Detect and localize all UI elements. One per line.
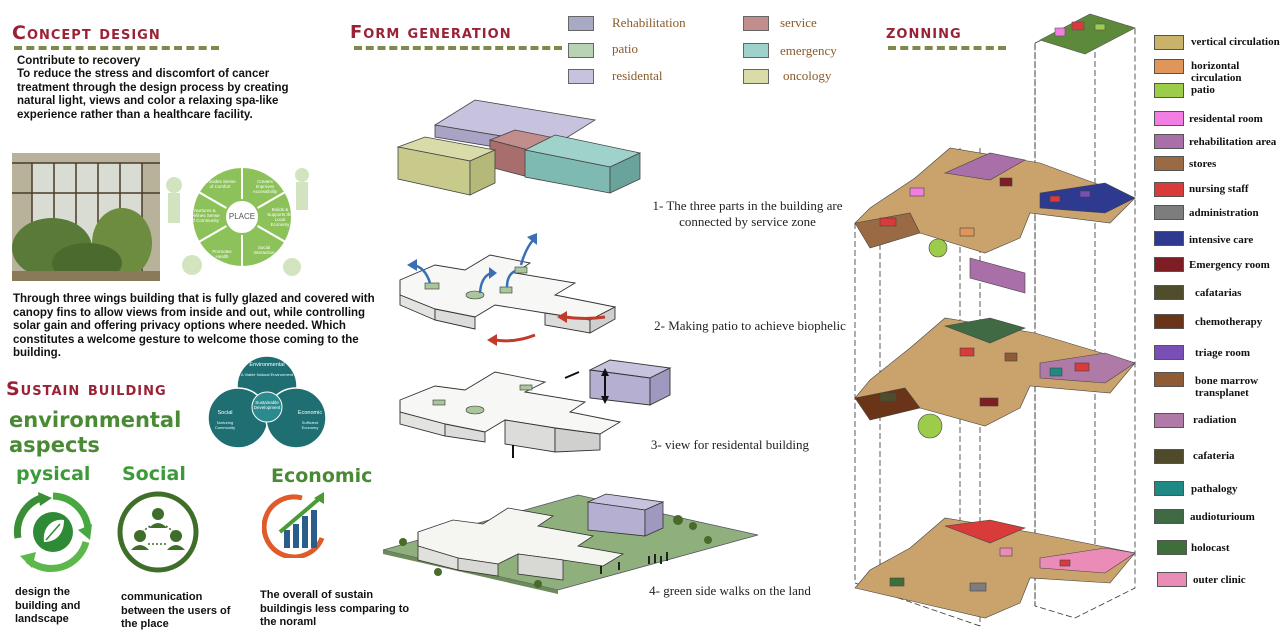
zone-swatch-audioturioum (1154, 509, 1184, 524)
zone-swatch-cafatarias (1154, 285, 1184, 300)
growth-chart-icon (261, 488, 332, 560)
legend-label-service: service (780, 15, 817, 30)
legend-label-patio: patio (612, 41, 638, 56)
legend-swatch-patio (568, 43, 594, 58)
atrium-photo (12, 153, 160, 281)
venn-social-label: Social (217, 410, 233, 416)
legend-swatch-residental (568, 69, 594, 84)
zone-label-intensive-care: intensive care (1189, 234, 1254, 246)
massing-step-3 (395, 350, 675, 465)
place-segment-label: Social Interaction (253, 245, 275, 255)
concept-subtitle: Contribute to recovery (17, 55, 141, 67)
zone-swatch-rehabilitation-area (1154, 134, 1184, 149)
legend-swatch-oncology (743, 69, 769, 84)
venn-economic-label: Economic (297, 410, 323, 416)
zone-swatch-holocast (1157, 540, 1187, 555)
zone-swatch-bone-marrow-transplanet (1154, 372, 1184, 387)
zone-label-administration: administration (1189, 207, 1259, 219)
zone-swatch-patio (1154, 83, 1184, 98)
concept-paragraph-1: To reduce the stress and discomfort of c… (17, 68, 289, 121)
zone-label-audioturioum: audioturioum (1190, 511, 1255, 523)
form-step-3-text: 3- view for residental building (650, 437, 810, 452)
zone-swatch-pathalogy (1154, 481, 1184, 496)
place-segment-label: Promotes Health (212, 249, 232, 259)
massing-step-4 (378, 480, 763, 595)
zone-swatch-stores (1154, 156, 1184, 171)
legend-label-emergency: emergency (780, 43, 837, 58)
legend-label-oncology: oncology (783, 68, 832, 83)
zone-label-triage-room: triage room (1195, 347, 1251, 359)
massing-step-2 (395, 225, 645, 350)
social-caption: communication between the users of the p… (121, 591, 231, 630)
zone-label-stores: stores (1189, 158, 1217, 170)
pysical-caption: design the building and landscape (15, 586, 81, 625)
venn-social-sub: Nurturing Community (214, 420, 236, 430)
sustain-title: Sustain building (6, 378, 167, 400)
zone-label-rehabilitation-area: rehabilitation area (1189, 136, 1277, 148)
legend-swatch-emergency (743, 43, 769, 58)
zone-label-vertical-circulation: vertical circulation (1191, 36, 1280, 48)
zone-swatch-nursing-staff (1154, 182, 1184, 197)
legend-label-rehabilitation: Rehabilitation (612, 15, 686, 30)
place-segment-label: Nurtures & Defines Sense of Community (190, 208, 220, 223)
zone-label-horizontal-circulation: horizontal circulation (1191, 60, 1242, 84)
zone-swatch-intensive-care (1154, 231, 1184, 246)
place-wheel: PLACE Creates Improves Accessibility Bui… (162, 155, 322, 285)
place-segment-label: Provides Sense of Comfort (204, 179, 236, 189)
place-segment-label: Creates Improves Accessibility (252, 179, 278, 194)
concept-title: Concept design (12, 22, 161, 44)
zone-swatch-chemotherapy (1154, 314, 1184, 329)
sustainability-venn: Environmental A Viable Natural Environme… (202, 352, 332, 452)
legend-label-residental: residental (612, 68, 663, 83)
zone-swatch-cafateria (1154, 449, 1184, 464)
zone-label-pathalogy: pathalogy (1191, 483, 1238, 495)
form-step-4-text: 4- green side walks on the land (649, 583, 811, 598)
concept-paragraph-2: Through three wings building that is ful… (13, 293, 375, 359)
economic-caption: The overall of sustain buildingis less c… (260, 589, 410, 628)
pysical-heading: pysical (16, 463, 91, 485)
zone-label-nursing-staff: nursing staff (1189, 183, 1249, 195)
zoning-title: zonning (886, 22, 962, 43)
legend-swatch-service (743, 16, 769, 31)
form-title: Form generation (350, 22, 512, 43)
exploded-floor-plans (850, 8, 1145, 633)
form-title-divider (354, 46, 562, 50)
zone-label-cafateria: cafateria (1193, 450, 1235, 462)
zone-label-bone-marrow-transplanet: bone marrow transplanet (1195, 375, 1259, 399)
zone-swatch-emergency-room (1154, 257, 1184, 272)
venn-environmental-label: Environmental (249, 362, 285, 368)
massing-step-1 (395, 95, 645, 210)
venn-environmental-sub: A Viable Natural Environment (240, 372, 294, 377)
people-network-icon (114, 490, 204, 575)
zone-label-patio: patio (1191, 84, 1215, 96)
venn-economic-sub: Sufficient Economy (301, 420, 319, 430)
zone-label-outer-clinic: outer clinic (1193, 574, 1246, 586)
form-step-1-text: 1- The three parts in the building are c… (652, 198, 843, 229)
zone-label-emergency-room: Emergency room (1189, 259, 1270, 271)
zone-label-holocast: holocast (1191, 542, 1230, 554)
zone-label-chemotherapy: chemotherapy (1195, 316, 1263, 328)
zone-swatch-outer-clinic (1157, 572, 1187, 587)
zone-swatch-triage-room (1154, 345, 1184, 360)
form-step-2-text: 2- Making patio to achieve biophelic (654, 318, 846, 333)
zone-label-residental-room: residental room (1189, 113, 1263, 125)
zoning-title-divider (888, 46, 1006, 50)
zone-swatch-horizontal-circulation (1154, 59, 1184, 74)
legend-swatch-rehabilitation (568, 16, 594, 31)
environmental-aspects-heading: environmental aspects (9, 408, 182, 457)
zone-label-cafatarias: cafatarias (1195, 287, 1242, 299)
zone-swatch-radiation (1154, 413, 1184, 428)
zone-swatch-administration (1154, 205, 1184, 220)
economic-heading: Economic (271, 465, 373, 487)
zone-label-radiation: radiation (1193, 414, 1237, 426)
zone-swatch-vertical-circulation (1154, 35, 1184, 50)
concept-title-divider (14, 46, 219, 50)
place-center-label: PLACE (228, 212, 256, 221)
zone-swatch-residental-room (1154, 111, 1184, 126)
recycle-leaf-icon (8, 490, 98, 575)
social-heading: Social (122, 463, 186, 485)
venn-center-label: Sustainable Development (253, 400, 281, 410)
place-segment-label: Builds & Supports the Local Economy (267, 207, 293, 227)
